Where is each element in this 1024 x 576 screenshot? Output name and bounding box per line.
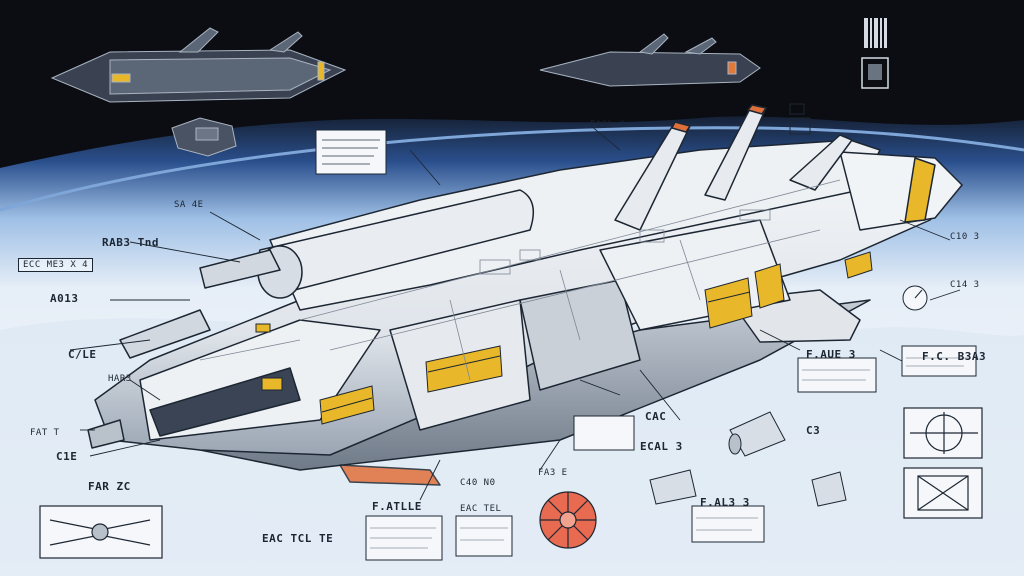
dorsal-fin-3 [789, 134, 853, 191]
reactor-core-diagram [539, 491, 597, 549]
schematic-box-left [39, 505, 163, 559]
space-ink-band [0, 0, 1024, 168]
callout-label: FAR ZC [88, 480, 131, 493]
callout-label: C40 N0 [460, 478, 496, 488]
nose-cannon [87, 419, 125, 449]
hull-panel-lines [199, 179, 841, 381]
callout-label: C10 3 [950, 232, 980, 242]
callout-label: C/LE [68, 348, 97, 361]
callout-leader-lines [69, 124, 961, 501]
callout-label: C14 3 [950, 280, 980, 290]
engine-pod-upper [199, 249, 281, 289]
callout-label: F.AUE 3 [806, 348, 856, 361]
side-view-ship-top-right [539, 33, 761, 87]
callout-label: SA 4E [174, 200, 204, 210]
planet-horizon [0, 126, 1024, 212]
gauge-dial-sketch [902, 285, 928, 311]
callout-label: A013 [50, 292, 79, 305]
side-view-ship-top-left [50, 27, 347, 103]
engine-section [519, 279, 641, 391]
schematic-box-upper [903, 407, 983, 459]
callout-label: F1SL 3 [590, 120, 626, 130]
callout-label: ECAL 3 [640, 440, 683, 453]
schematic-box-lower [903, 467, 983, 519]
nose-stripe [904, 157, 936, 223]
callout-label: F.AL3 3 [700, 496, 750, 509]
callout-label: EAC TEL [460, 504, 502, 514]
thruster-part-sketch [649, 411, 847, 507]
callout-label: C3 [806, 424, 821, 437]
callout-label: EAC TCL TE [262, 532, 334, 545]
vent-slats [321, 291, 751, 413]
callout-label: RAB3 Tnd [102, 236, 159, 249]
ventral-exhaust [339, 464, 441, 486]
callout-label: F.C. B3A3 [922, 350, 987, 363]
callout-label: F.ATLLE [372, 500, 422, 513]
small-module-sketch [171, 117, 237, 157]
engine-pod-lower [119, 309, 211, 359]
callout-label-boxed: ECC ME3 X 4 [18, 258, 94, 272]
callout-label: HAR3 [108, 374, 132, 384]
callout-label: FA3 E [538, 468, 568, 478]
small-schematic-right [789, 103, 811, 135]
spec-panel-top [315, 129, 387, 175]
callout-label: C1E [56, 450, 78, 463]
callout-label: FAT T [30, 428, 60, 438]
yellow-vent-panels [255, 251, 873, 425]
emblem-sketch [861, 57, 889, 89]
barcode-sketch [864, 18, 887, 48]
callout-label: CAC [645, 410, 667, 423]
